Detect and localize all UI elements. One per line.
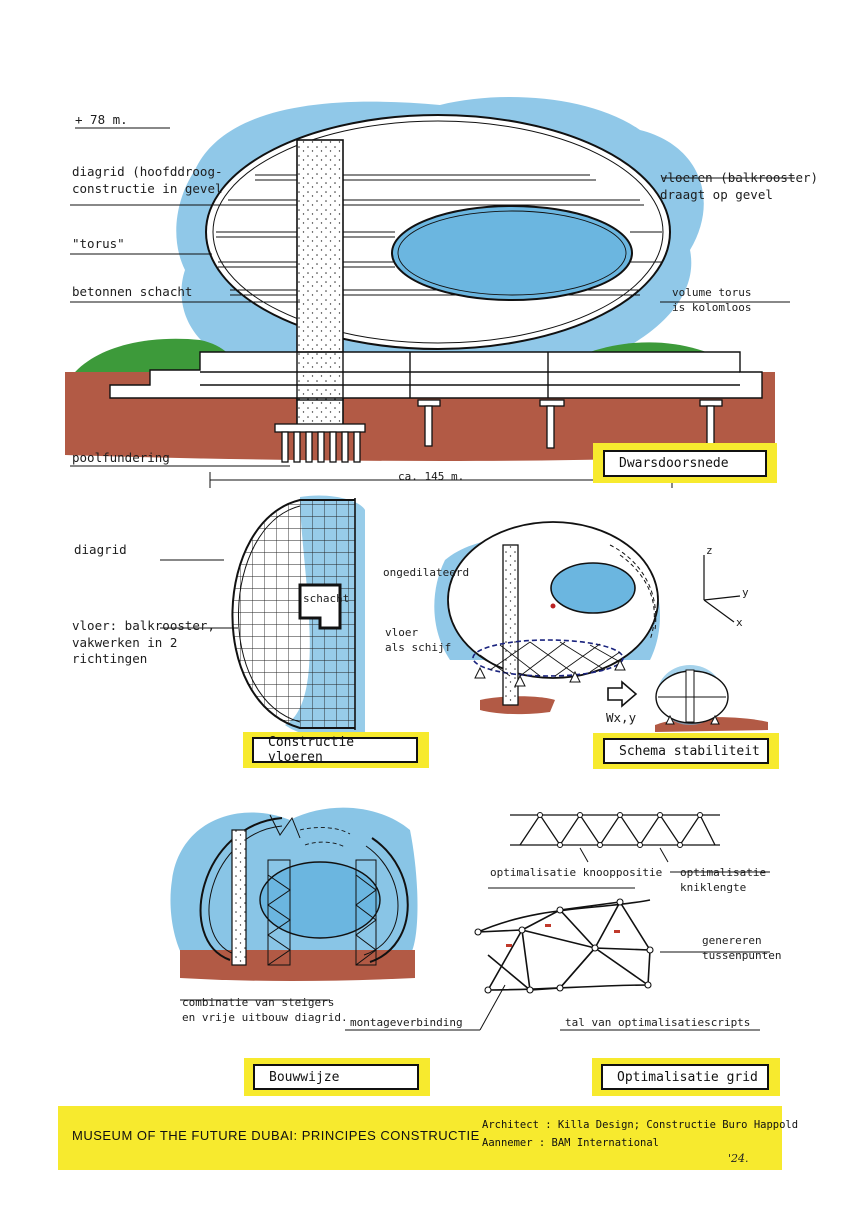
floor-construction-drawing bbox=[160, 495, 365, 739]
scripts-label: tal van optimalisatiescripts bbox=[565, 1016, 751, 1029]
shaft-label: betonnen schacht bbox=[72, 284, 193, 299]
buckling-label: optimalisatie kniklengte bbox=[680, 866, 767, 894]
torus-void bbox=[391, 205, 633, 301]
stability-title: Schema stabiliteit bbox=[619, 743, 760, 759]
sheet-title: MUSEUM OF THE FUTURE DUBAI: PRINCIPES CO… bbox=[72, 1128, 480, 1143]
axis-z-label: z bbox=[706, 544, 713, 557]
podium-building bbox=[109, 351, 763, 401]
diaphragm-label: vloer als schijf bbox=[385, 626, 452, 654]
floors-title-box: Constructie vloeren bbox=[252, 735, 418, 765]
contractor-credit: Aannemer : BAM International bbox=[482, 1137, 660, 1149]
cross-section-drawing bbox=[65, 97, 795, 488]
construction-method-drawing bbox=[170, 807, 418, 1001]
build-title: Bouwwijze bbox=[269, 1069, 340, 1085]
stability-title-box: Schema stabiliteit bbox=[603, 738, 769, 764]
stability-shell bbox=[447, 521, 659, 679]
section-title: Dwarsdoorsnede bbox=[619, 456, 729, 471]
torus-label: "torus" bbox=[72, 236, 125, 251]
torus-shell-inner bbox=[212, 120, 664, 344]
shaft-outline bbox=[298, 583, 342, 630]
grid-title: Optimalisatie grid bbox=[617, 1069, 758, 1085]
floors-label: vloeren (balkrooster) draagt op gevel bbox=[660, 170, 819, 202]
volume-label: volume torus is kolomloos bbox=[672, 286, 752, 314]
floor-diagrid-label: diagrid bbox=[74, 542, 127, 557]
wind-arrow-icon bbox=[607, 680, 638, 708]
signature: '24. bbox=[728, 1152, 749, 1165]
pile-foundation bbox=[274, 399, 723, 463]
floor-diaphragm bbox=[472, 639, 624, 677]
wind-label: Wx,y bbox=[606, 710, 637, 725]
floor-shaft-label: schacht bbox=[303, 592, 350, 605]
pile-label: poolfundering bbox=[72, 450, 170, 465]
floors-title: Constructie vloeren bbox=[268, 735, 355, 765]
node-position-label: optimalisatie knooppositie bbox=[490, 866, 663, 879]
assembly-joint-label: montageverbinding bbox=[350, 1016, 463, 1029]
stability-void bbox=[550, 562, 636, 614]
section-title-box: Dwarsdoorsnede bbox=[603, 450, 767, 477]
triangulated-grid bbox=[477, 899, 652, 991]
ongedilateerd-label: ongedilateerd bbox=[383, 566, 470, 579]
build-method-label: combinatie van steigers en vrije uitbouw… bbox=[182, 996, 348, 1024]
grid-title-box: Optimalisatie grid bbox=[601, 1064, 769, 1090]
architect-credit: Architect : Killa Design; Constructie Bu… bbox=[482, 1119, 799, 1131]
stability-drawing bbox=[434, 521, 768, 732]
axis-x-label: x bbox=[736, 616, 743, 629]
build-title-box: Bouwwijze bbox=[253, 1064, 419, 1090]
scaffold-towers bbox=[267, 859, 377, 966]
diagrid-label: diagrid (hoofddroog- constructie in geve… bbox=[72, 164, 223, 196]
height-label: + 78 m. bbox=[75, 112, 128, 127]
floor-half-shell bbox=[231, 499, 355, 729]
width-label: ca. 145 m. bbox=[398, 470, 465, 483]
build-shell-left bbox=[199, 817, 283, 961]
build-shell-right bbox=[369, 837, 409, 963]
footer-highlight bbox=[58, 1106, 782, 1170]
intermediate-points-label: genereren tussenpunten bbox=[702, 934, 782, 962]
optimization-drawing bbox=[345, 812, 770, 1031]
axis-y-label: y bbox=[742, 586, 749, 599]
floor-grid-label: vloer: balkrooster, vakwerken in 2 richt… bbox=[72, 618, 215, 666]
